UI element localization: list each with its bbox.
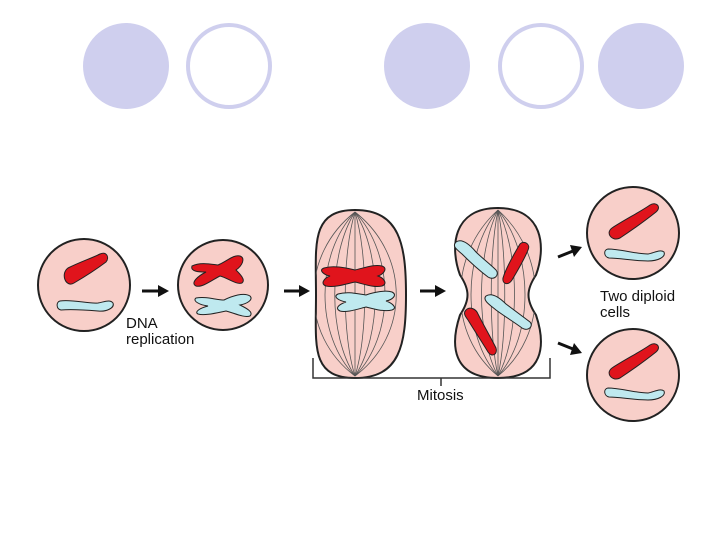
mitosis-label: Mitosis — [417, 388, 464, 404]
metaphase-cell — [314, 210, 406, 378]
dna-replication-label-line2: replication — [126, 332, 194, 348]
decor-circle-outline — [188, 25, 270, 107]
right-arrow-icon — [284, 285, 310, 297]
dna-replication-label-line1: DNA — [126, 316, 194, 332]
two-diploid-label-line1: Two diploid — [600, 289, 675, 305]
chromosome-blue — [57, 301, 113, 312]
dividing-cell — [454, 208, 541, 378]
right-arrow-icon — [420, 285, 446, 297]
daughter-cell-top — [587, 187, 679, 279]
decor-circle-filled — [598, 23, 684, 109]
decorative-circles — [83, 23, 684, 109]
daughter-cell-bottom — [587, 329, 679, 421]
two-diploid-cells-label: Two diploid cells — [600, 289, 675, 321]
decor-circle-outline — [500, 25, 582, 107]
dna-replication-label: DNA replication — [126, 316, 194, 348]
right-arrow-icon — [558, 343, 582, 355]
decor-circle-filled — [384, 23, 470, 109]
right-arrow-icon — [142, 285, 169, 297]
right-arrow-icon — [558, 245, 582, 257]
two-diploid-label-line2: cells — [600, 305, 675, 321]
parent-cell — [38, 239, 130, 331]
decor-circle-filled — [83, 23, 169, 109]
